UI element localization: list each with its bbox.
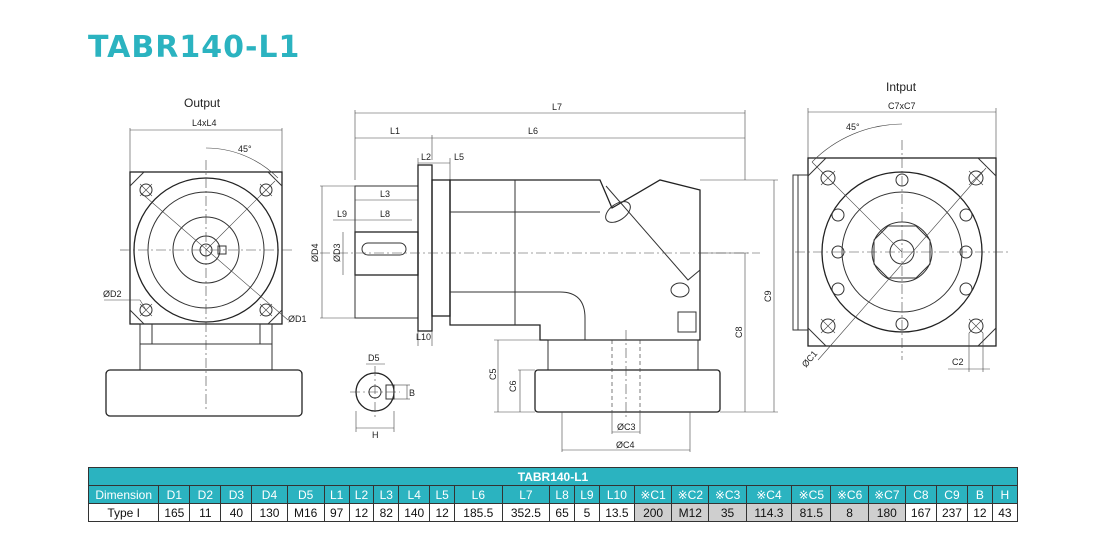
output-view-label: Output	[184, 96, 221, 110]
table-cell: 140	[398, 503, 431, 522]
table-cell: 12	[348, 503, 375, 522]
table-header-cell: H	[991, 485, 1019, 504]
table-cell: 97	[323, 503, 350, 522]
table-cell: 81.5	[791, 503, 832, 522]
dim-l3: L3	[380, 189, 390, 199]
dim-l5: L5	[454, 152, 464, 162]
dim-c2: C2	[952, 357, 964, 367]
table-cell: 8	[830, 503, 869, 522]
table-header-cell: ※C6	[830, 485, 869, 504]
table-cell: 65	[549, 503, 575, 522]
dim-c4: ØC4	[616, 440, 635, 450]
table-header-cell: ※C5	[791, 485, 832, 504]
table-cell: 11	[189, 503, 222, 522]
table-cell: 12	[966, 503, 993, 522]
table-cell: 165	[158, 503, 191, 522]
table-header-cell: L6	[454, 485, 503, 504]
table-header-cell: ※C7	[867, 485, 906, 504]
table-cell: 43	[991, 503, 1019, 522]
table-cell: 82	[373, 503, 400, 522]
dim-b: B	[409, 388, 415, 398]
table-header-cell: L8	[549, 485, 575, 504]
table-header-cell: L9	[574, 485, 600, 504]
dim-d4: ØD4	[310, 243, 320, 262]
table-cell: M12	[671, 503, 710, 522]
table-header-cell: ※C4	[745, 485, 793, 504]
dim-c3: ØC3	[617, 422, 636, 432]
dim-d5: D5	[368, 353, 380, 363]
table-header-cell: L3	[373, 485, 400, 504]
dim-l2: L2	[421, 152, 431, 162]
side-view: L7 L1 L6 L2 L5 L3 L9 L8 ØD4 ØD3	[310, 102, 778, 452]
table-cell: M16	[286, 503, 325, 522]
table-cell: 200	[633, 503, 673, 522]
output-view: Output L4xL4 45° ØD1	[103, 96, 307, 417]
dim-c6: C6	[508, 380, 518, 392]
dim-l1: L1	[390, 126, 400, 136]
table-header-cell: ※C3	[708, 485, 747, 504]
dim-l4xl4: L4xL4	[192, 118, 217, 128]
dim-c1: ØC1	[800, 349, 820, 370]
table-header-cell: L5	[429, 485, 456, 504]
table-cell: 13.5	[598, 503, 635, 522]
table-cell: 114.3	[745, 503, 793, 522]
table-cell: 130	[251, 503, 288, 522]
table-cell: 40	[220, 503, 253, 522]
table-cell: 167	[904, 503, 937, 522]
table-header-cell: L2	[348, 485, 375, 504]
dim-l10: L10	[416, 332, 431, 342]
table-title: TABR140-L1	[88, 467, 1018, 486]
table-header-cell: C9	[935, 485, 968, 504]
table-header-cell: C8	[904, 485, 937, 504]
dim-d2: ØD2	[103, 289, 122, 299]
dim-c9: C9	[763, 290, 773, 302]
dim-c8: C8	[734, 326, 744, 338]
table-header-cell: D2	[189, 485, 222, 504]
table-title-row: TABR140-L1	[88, 467, 1018, 486]
dim-d1: ØD1	[288, 314, 307, 324]
table-header-cell: D3	[220, 485, 253, 504]
dim-l8: L8	[380, 209, 390, 219]
table-header-cell: Dimension	[87, 485, 160, 504]
dim-c7xc7: C7xC7	[888, 101, 916, 111]
table-header-cell: D5	[286, 485, 325, 504]
table-cell: 35	[708, 503, 747, 522]
dim-angle-output: 45°	[238, 144, 252, 154]
table-header-cell: L7	[501, 485, 551, 504]
dim-l6: L6	[528, 126, 538, 136]
table-header-cell: D1	[158, 485, 191, 504]
shaft-section: D5 B H	[350, 353, 415, 440]
table-header-cell: L10	[598, 485, 635, 504]
table-cell: 185.5	[454, 503, 503, 522]
input-view-label: Intput	[886, 80, 917, 94]
dim-h: H	[372, 430, 379, 440]
table-cell: 180	[867, 503, 906, 522]
page-title: TABR140-L1	[88, 30, 301, 65]
table-header-cell: L4	[398, 485, 431, 504]
dim-l7: L7	[552, 102, 562, 112]
dim-d3: ØD3	[332, 243, 342, 262]
table-header-cell: ※C1	[633, 485, 673, 504]
table-cell: 5	[574, 503, 600, 522]
table-cell: 12	[429, 503, 456, 522]
table-cell: 352.5	[501, 503, 551, 522]
table-cell: Type I	[87, 503, 160, 522]
input-view: Intput C7xC7	[792, 80, 1010, 372]
dim-l9: L9	[337, 209, 347, 219]
technical-drawing: Output L4xL4 45° ØD1	[103, 80, 1010, 452]
table-header-cell: D4	[251, 485, 288, 504]
table-header-cell: B	[966, 485, 993, 504]
dim-angle-input: 45°	[846, 122, 860, 132]
table-header-cell: L1	[323, 485, 350, 504]
dim-c5: C5	[488, 368, 498, 380]
table-header-cell: ※C2	[671, 485, 710, 504]
table-cell: 237	[935, 503, 968, 522]
